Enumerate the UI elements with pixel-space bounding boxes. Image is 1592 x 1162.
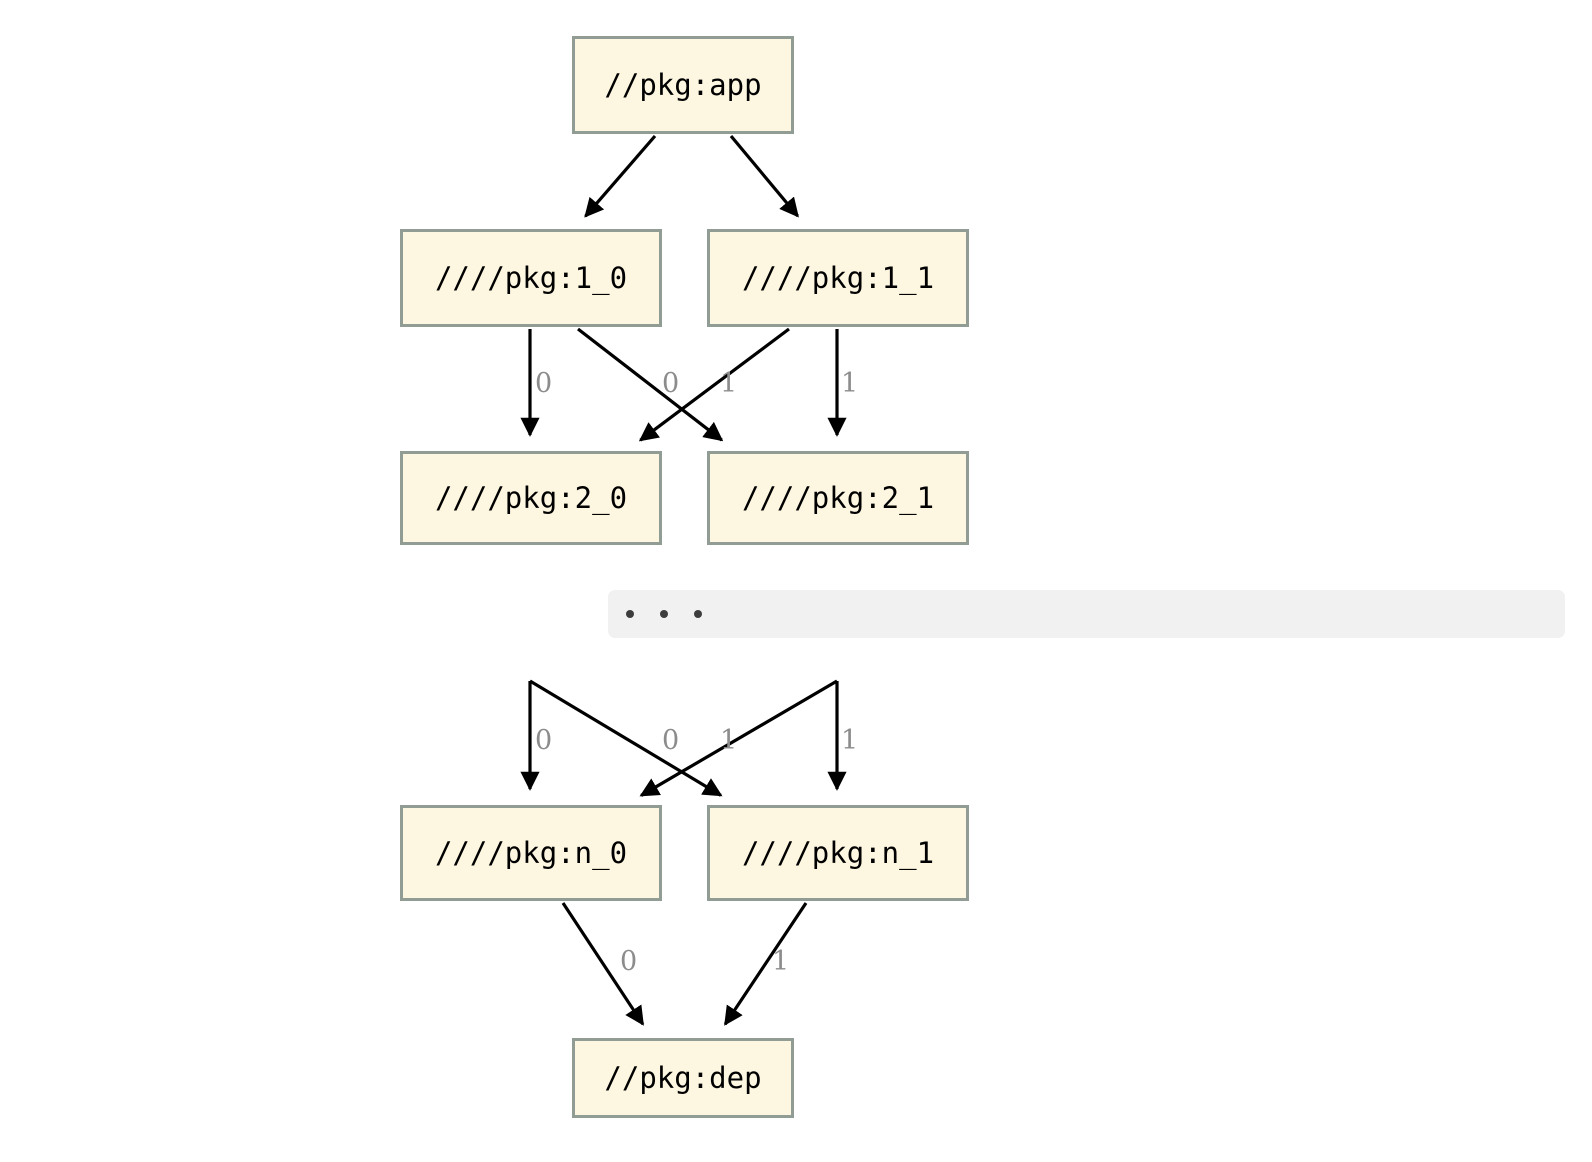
node-l2_0[interactable]: ////pkg:2_0 bbox=[400, 451, 662, 545]
node-dep[interactable]: //pkg:dep bbox=[572, 1038, 794, 1118]
edge-src-to-ln_1 bbox=[529, 679, 723, 797]
node-label: //pkg:app bbox=[604, 68, 762, 102]
node-label: ////pkg:1_0 bbox=[434, 261, 628, 295]
edge-label: 1 bbox=[841, 725, 859, 756]
node-app[interactable]: //pkg:app bbox=[572, 36, 794, 134]
edge-app-to-l1_1 bbox=[729, 134, 799, 218]
edge-label: 0 bbox=[662, 368, 680, 399]
edge-app-to-l1_0 bbox=[584, 134, 657, 218]
edge-label: 1 bbox=[720, 368, 738, 399]
node-label: ////pkg:n_1 bbox=[741, 836, 935, 870]
node-ln_1[interactable]: ////pkg:n_1 bbox=[707, 805, 969, 901]
edge-label: 0 bbox=[620, 946, 638, 977]
edge-label: 1 bbox=[772, 946, 790, 977]
edge-label: 0 bbox=[662, 725, 680, 756]
node-ln_0[interactable]: ////pkg:n_0 bbox=[400, 805, 662, 901]
edge-l1_0-to-l2_1 bbox=[577, 327, 724, 442]
ellipsis-dot bbox=[660, 610, 668, 618]
ellipsis-dots bbox=[626, 610, 702, 618]
ellipsis-band bbox=[608, 590, 1565, 638]
ellipsis-dot bbox=[626, 610, 634, 618]
edge-ln_1-to-dep bbox=[723, 902, 808, 1026]
node-label: //pkg:dep bbox=[604, 1061, 762, 1095]
edge-label: 1 bbox=[841, 368, 859, 399]
node-label: ////pkg:2_1 bbox=[741, 481, 935, 515]
node-label: ////pkg:1_1 bbox=[741, 261, 935, 295]
node-l1_1[interactable]: ////pkg:1_1 bbox=[707, 229, 969, 327]
ellipsis-dot bbox=[694, 610, 702, 618]
edge-label: 0 bbox=[535, 368, 553, 399]
node-l1_0[interactable]: ////pkg:1_0 bbox=[400, 229, 662, 327]
node-label: ////pkg:n_0 bbox=[434, 836, 628, 870]
node-l2_1[interactable]: ////pkg:2_1 bbox=[707, 451, 969, 545]
edge-label: 1 bbox=[720, 725, 738, 756]
node-label: ////pkg:2_0 bbox=[434, 481, 628, 515]
edge-label: 0 bbox=[535, 725, 553, 756]
